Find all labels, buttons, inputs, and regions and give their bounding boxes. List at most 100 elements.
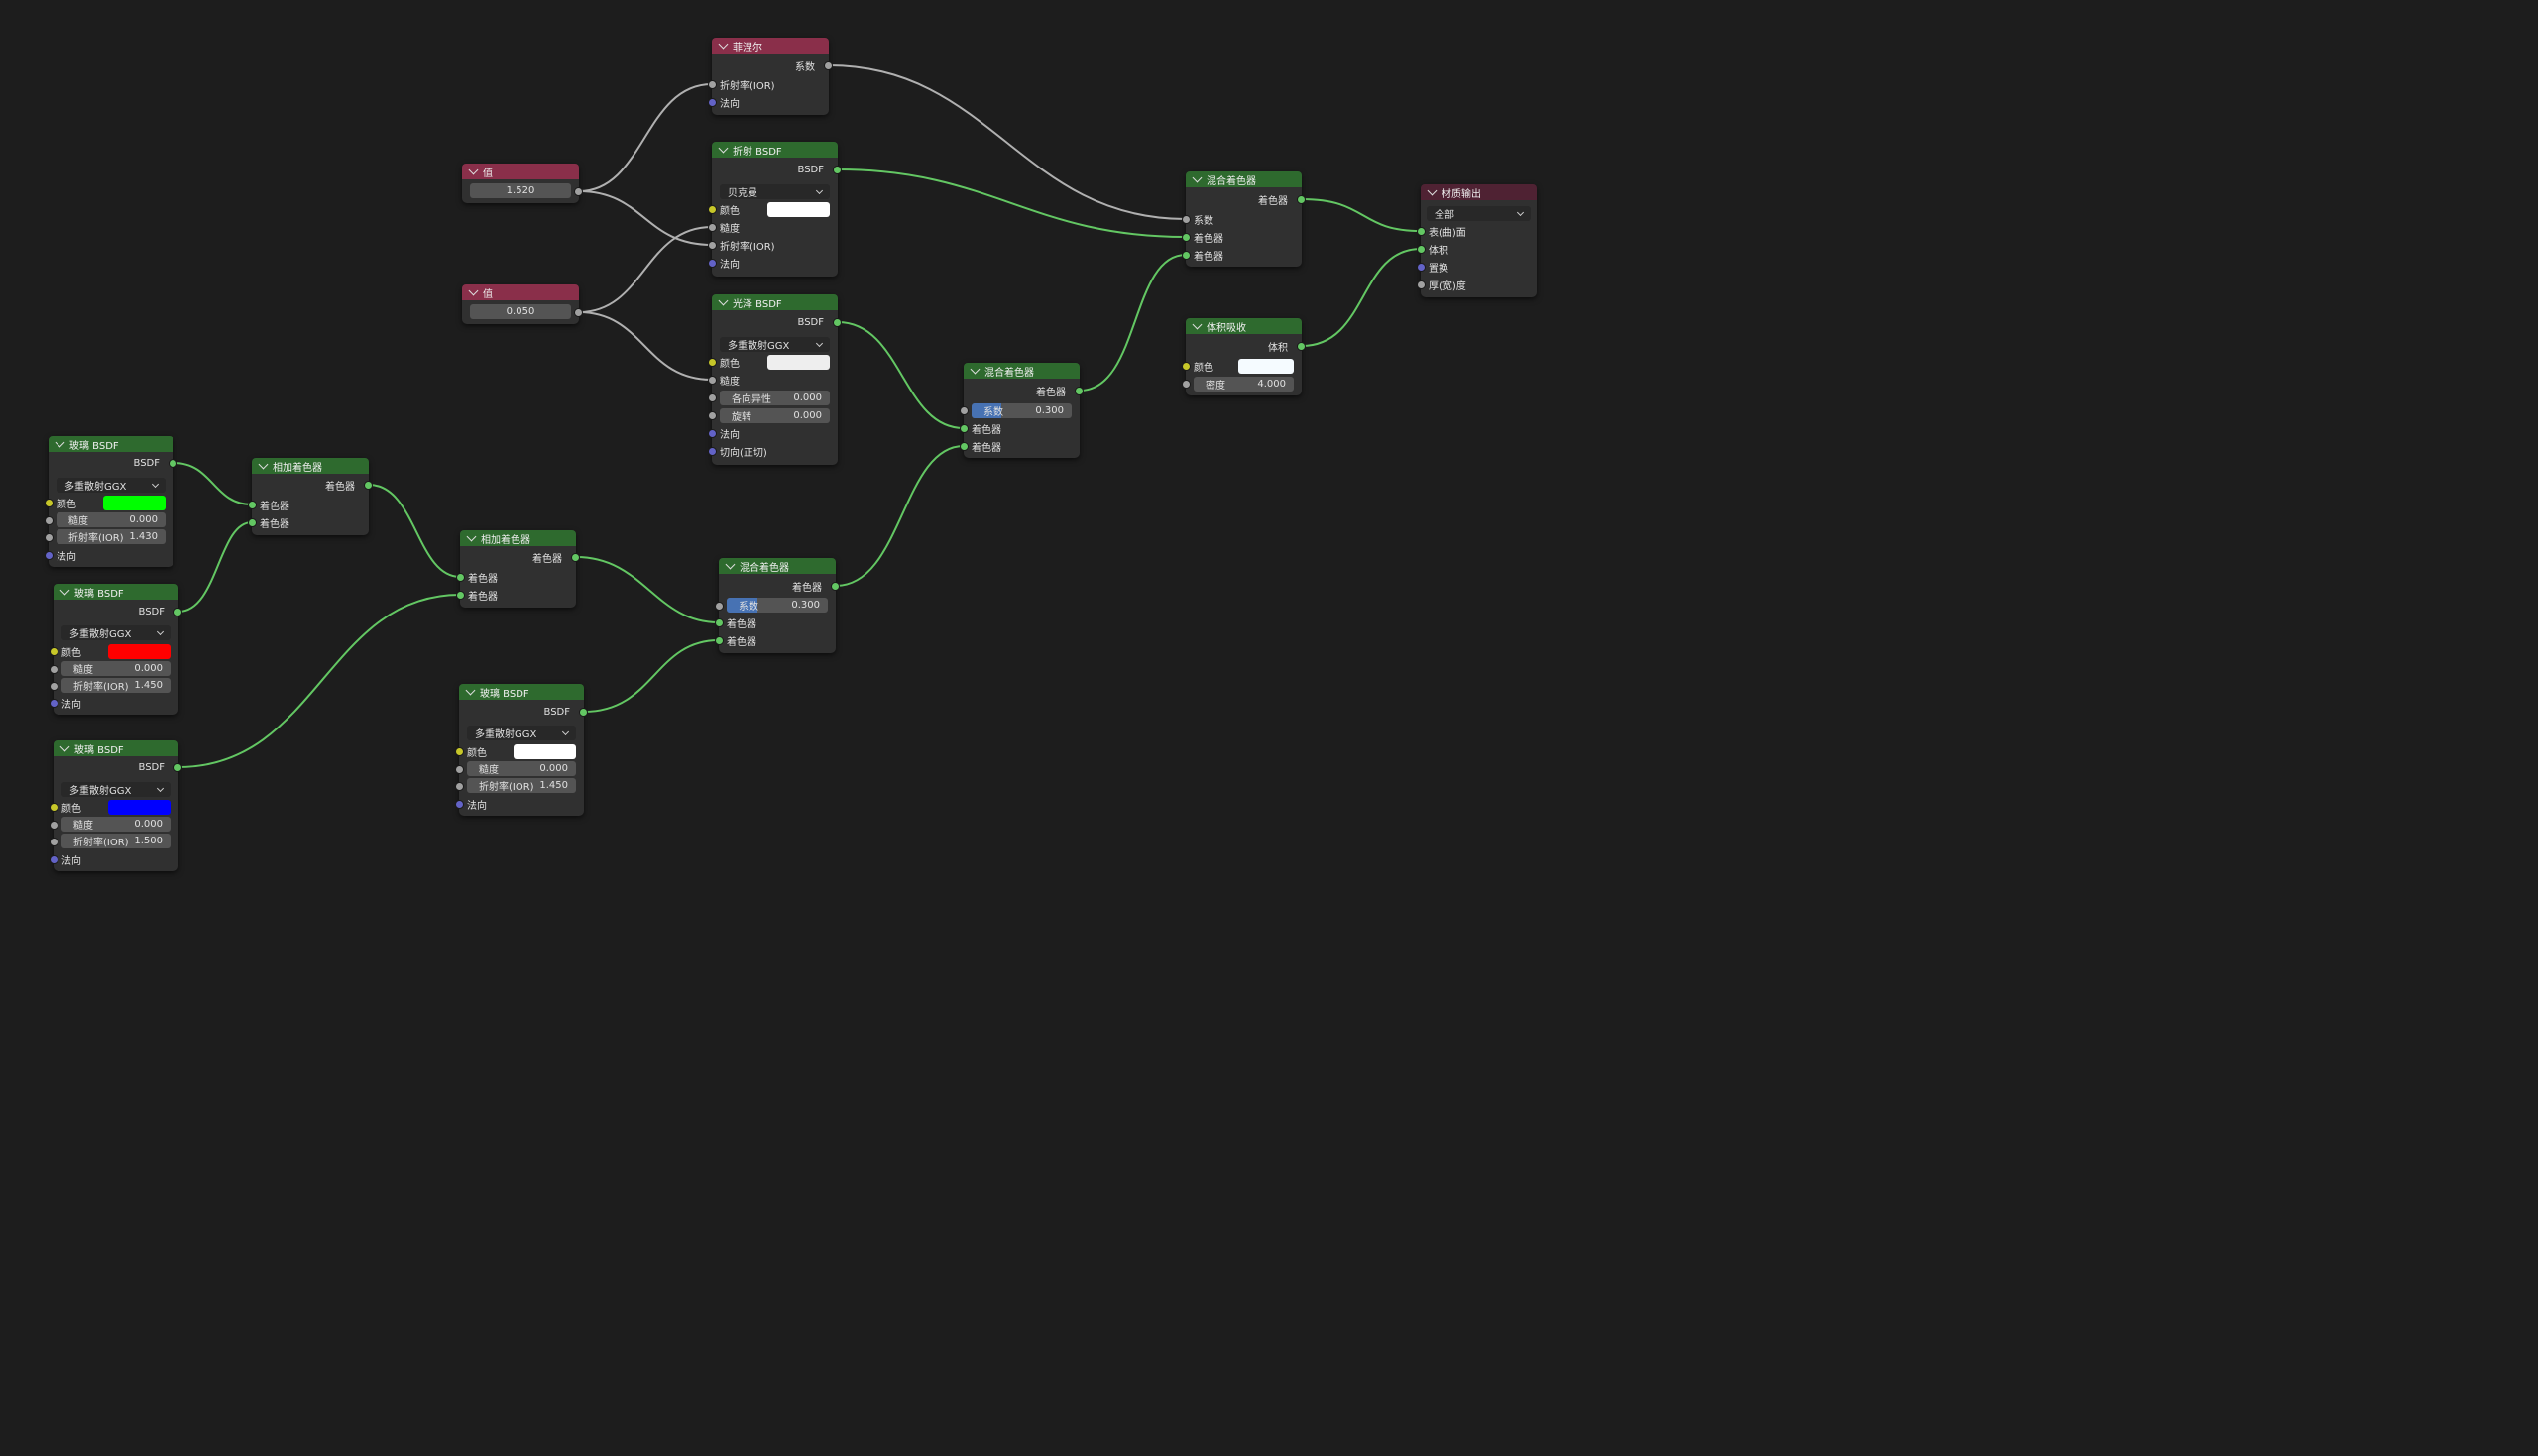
input-socket[interactable] <box>456 591 465 600</box>
input-socket[interactable] <box>45 499 54 507</box>
output-socket[interactable] <box>1297 195 1306 204</box>
node-add-shader-2[interactable]: 相加着色器 着色器 着色器 着色器 <box>456 530 580 608</box>
chevron-down-icon[interactable] <box>718 39 729 50</box>
input-socket[interactable] <box>1182 251 1191 260</box>
input-socket[interactable] <box>1417 280 1426 289</box>
chevron-down-icon[interactable] <box>718 143 729 154</box>
input-socket[interactable] <box>1417 263 1426 272</box>
color-swatch[interactable] <box>514 744 576 759</box>
input-socket[interactable] <box>456 573 465 582</box>
input-socket[interactable] <box>708 429 717 438</box>
chevron-down-icon[interactable] <box>718 295 729 306</box>
node-header[interactable]: 体积吸收 <box>1186 318 1302 334</box>
node-header[interactable]: 相加着色器 <box>252 458 369 474</box>
input-socket[interactable] <box>50 647 58 656</box>
chevron-down-icon[interactable] <box>55 437 65 448</box>
ior-field[interactable]: 折射率(IOR)1.430 <box>57 529 166 544</box>
input-socket[interactable] <box>50 699 58 708</box>
node-mix-shader-top[interactable]: 混合着色器 着色器 系数 着色器 着色器 <box>1182 171 1306 267</box>
input-socket[interactable] <box>708 358 717 367</box>
input-socket[interactable] <box>708 447 717 456</box>
node-editor-canvas[interactable]: 菲涅尔 系数 折射率(IOR) 法向 值 1.520 值 0.050 折射 BS… <box>0 0 1555 892</box>
input-socket[interactable] <box>248 501 257 509</box>
input-socket[interactable] <box>1182 380 1191 389</box>
output-socket[interactable] <box>831 582 840 591</box>
node-header[interactable]: 值 <box>462 284 579 300</box>
input-socket[interactable] <box>708 411 717 420</box>
color-swatch[interactable] <box>767 202 830 217</box>
input-socket[interactable] <box>708 223 717 232</box>
target-dropdown[interactable]: 全部 <box>1427 206 1531 221</box>
ior-field[interactable]: 折射率(IOR)1.450 <box>467 778 576 793</box>
node-value-1[interactable]: 值 1.520 <box>462 164 583 203</box>
input-socket[interactable] <box>1182 362 1191 371</box>
output-socket[interactable] <box>574 308 583 317</box>
chevron-down-icon[interactable] <box>1427 185 1438 196</box>
input-socket[interactable] <box>455 765 464 774</box>
node-refraction-bsdf[interactable]: 折射 BSDF BSDF 贝克曼 颜色 糙度 折射率(IOR) 法向 <box>708 142 842 277</box>
output-socket[interactable] <box>579 708 588 717</box>
node-header[interactable]: 光泽 BSDF <box>712 294 838 310</box>
node-header[interactable]: 玻璃 BSDF <box>459 684 584 700</box>
input-socket[interactable] <box>708 80 717 89</box>
input-socket[interactable] <box>715 602 724 611</box>
node-add-shader-1[interactable]: 相加着色器 着色器 着色器 着色器 <box>248 458 373 535</box>
node-header[interactable]: 折射 BSDF <box>712 142 838 158</box>
input-socket[interactable] <box>960 424 969 433</box>
input-socket[interactable] <box>715 618 724 627</box>
input-socket[interactable] <box>50 665 58 674</box>
input-socket[interactable] <box>708 205 717 214</box>
chevron-down-icon[interactable] <box>468 165 479 175</box>
input-socket[interactable] <box>708 393 717 402</box>
input-socket[interactable] <box>708 241 717 250</box>
input-socket[interactable] <box>455 782 464 791</box>
chevron-down-icon[interactable] <box>468 285 479 296</box>
chevron-down-icon[interactable] <box>466 531 477 542</box>
color-swatch[interactable] <box>108 800 171 815</box>
value-field[interactable]: 1.520 <box>470 183 571 198</box>
input-socket[interactable] <box>960 442 969 451</box>
value-field[interactable]: 0.050 <box>470 304 571 319</box>
input-socket[interactable] <box>50 682 58 691</box>
node-header[interactable]: 材质输出 <box>1421 184 1537 200</box>
node-header[interactable]: 混合着色器 <box>719 558 836 574</box>
distribution-dropdown[interactable]: 多重散射GGX <box>57 478 166 493</box>
chevron-down-icon[interactable] <box>725 559 736 570</box>
input-socket[interactable] <box>960 406 969 415</box>
output-socket[interactable] <box>824 61 833 70</box>
input-socket[interactable] <box>50 838 58 846</box>
input-socket[interactable] <box>1182 215 1191 224</box>
chevron-down-icon[interactable] <box>59 585 70 596</box>
node-header[interactable]: 玻璃 BSDF <box>54 740 178 756</box>
color-swatch[interactable] <box>103 496 166 510</box>
input-socket[interactable] <box>1182 233 1191 242</box>
input-socket[interactable] <box>708 259 717 268</box>
node-header[interactable]: 值 <box>462 164 579 179</box>
output-socket[interactable] <box>833 318 842 327</box>
input-socket[interactable] <box>50 855 58 864</box>
output-socket[interactable] <box>364 481 373 490</box>
node-material-output[interactable]: 材质输出 全部 表(曲)面 体积 置换 厚(宽)度 <box>1417 184 1537 297</box>
ior-field[interactable]: 折射率(IOR)1.450 <box>61 678 171 693</box>
output-socket[interactable] <box>169 459 177 468</box>
node-header[interactable]: 混合着色器 <box>964 363 1080 379</box>
input-socket[interactable] <box>248 518 257 527</box>
input-socket[interactable] <box>45 516 54 525</box>
output-socket[interactable] <box>173 608 182 616</box>
distribution-dropdown[interactable]: 多重散射GGX <box>720 337 830 352</box>
output-socket[interactable] <box>574 187 583 196</box>
